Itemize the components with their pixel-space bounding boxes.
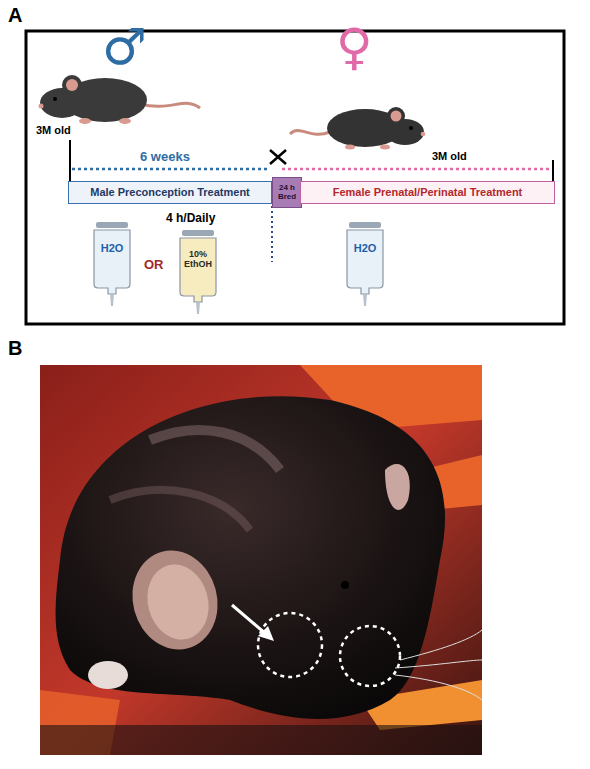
age-label: 3M old [36, 124, 71, 136]
node-text: H2O [101, 242, 124, 254]
bottle-outline [92, 222, 132, 306]
node-text: H2O [354, 242, 377, 254]
water-bottle: H2O [345, 222, 385, 306]
node-text: Male Preconception Treatment [90, 186, 250, 198]
schedule-label: 4 h/Daily [166, 212, 215, 225]
water-bottle: H2O [92, 222, 132, 306]
bottle-outline [178, 230, 218, 314]
panel-letter: A [8, 4, 22, 26]
breeding-box: 24 h Bred [272, 177, 302, 208]
male-mouse [39, 75, 201, 124]
sex-symbol: ♂ [102, 20, 147, 75]
ethanol-bottle: 10% EthOH [178, 230, 218, 314]
treatment-bar: Female Prenatal/Perinatal Treatment [300, 181, 555, 204]
treatment-bar: Male Preconception Treatment [68, 181, 272, 204]
panel-letter: B [8, 337, 22, 359]
node-text: 24 h Bred [275, 184, 299, 202]
male-period-line [72, 168, 270, 171]
duration-label: 6 weeks [140, 150, 190, 164]
female-period-line [282, 168, 553, 171]
sex-symbol: ♀ [336, 20, 373, 75]
node-text: Female Prenatal/Perinatal Treatment [333, 186, 523, 198]
cross-mark [270, 150, 286, 164]
start-tick [69, 140, 71, 181]
node-text: 10% EthOH [181, 250, 215, 270]
end-tick [552, 160, 554, 181]
or-label: OR [144, 258, 164, 272]
bottle-outline [345, 222, 385, 306]
mouse-photo [40, 365, 482, 755]
age-label: 3M old [432, 150, 467, 162]
divider-line [271, 206, 273, 262]
female-mouse [290, 107, 425, 150]
